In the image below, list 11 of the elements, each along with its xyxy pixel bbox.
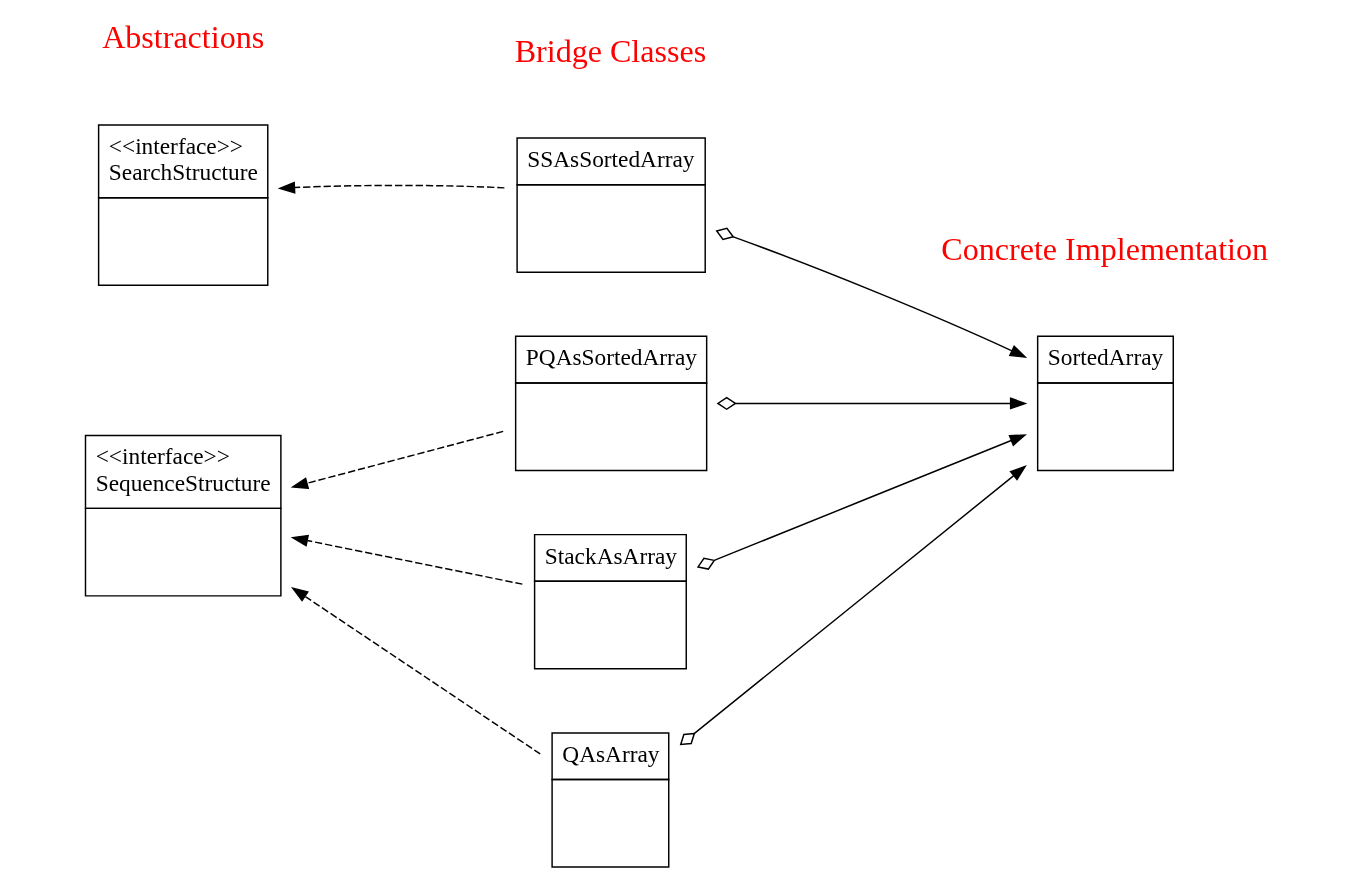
arrow <box>714 227 1027 358</box>
arrow <box>716 396 1027 411</box>
label: Concrete Implementation <box>940 230 1268 267</box>
arrow <box>290 534 523 585</box>
arrow <box>290 586 541 755</box>
arrow <box>277 181 505 194</box>
arrow <box>290 430 504 490</box>
label: Bridge Classes <box>514 32 706 69</box>
label: Abstractions <box>101 19 264 56</box>
arrow <box>696 434 1027 570</box>
arrow <box>679 465 1027 746</box>
